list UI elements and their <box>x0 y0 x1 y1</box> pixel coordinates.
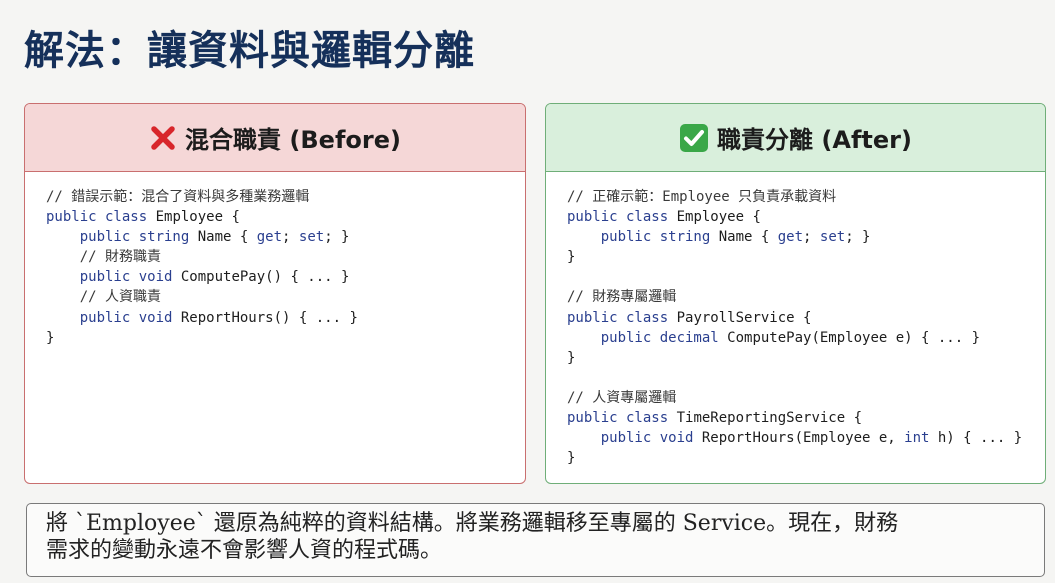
code-comment: // 財務專屬邏輯 <box>567 289 677 306</box>
code-line: public class TimeReportingService { <box>567 408 1045 428</box>
code-text: h) { ... } <box>929 430 1023 447</box>
code-text: Employee { <box>147 209 240 226</box>
after-panel-title: 職責分離 (After) <box>717 126 912 154</box>
before-panel-title: 混合職責 (Before) <box>185 126 401 154</box>
code-text: Employee { <box>668 209 761 226</box>
code-text: ReportHours(Employee e, <box>693 430 905 447</box>
code-text: ComputePay() { ... } <box>172 269 350 286</box>
code-text: PayrollService { <box>668 309 812 326</box>
code-keyword: int <box>904 430 930 447</box>
code-line: public string Name { get; set; } <box>567 227 1045 247</box>
code-comment: // 人資職責 <box>79 289 162 306</box>
code-text: } <box>567 249 576 266</box>
code-keyword: set <box>819 229 846 246</box>
code-line: public decimal ComputePay(Employee e) { … <box>567 328 1045 348</box>
after-panel: 職責分離 (After) // 正確示範：Employee 只負責承載資料 pub… <box>545 103 1046 484</box>
code-line <box>567 368 1045 388</box>
code-line: } <box>567 348 1045 368</box>
code-text: ; <box>282 229 299 246</box>
code-keyword: get <box>777 229 804 246</box>
before-code-block: // 錯誤示範：混合了資料與多種業務邏輯 public class Employe… <box>25 172 525 348</box>
code-keyword: public string <box>79 229 190 246</box>
code-line: // 人資專屬邏輯 <box>567 388 1045 408</box>
code-comment: // 錯誤示範：混合了資料與多種業務邏輯 <box>46 189 310 205</box>
code-text: TimeReportingService { <box>668 410 863 427</box>
cross-icon <box>149 124 177 152</box>
code-line: public string Name { get; set; } <box>46 227 525 247</box>
code-line: public void ComputePay() { ... } <box>46 267 525 287</box>
code-text: Name { <box>189 229 257 246</box>
check-icon <box>679 123 709 153</box>
code-text: } <box>567 450 576 467</box>
code-text: ; } <box>324 229 350 246</box>
code-text: ; } <box>845 229 871 246</box>
code-line: // 財務職責 <box>46 247 525 267</box>
code-text: } <box>567 349 576 366</box>
before-panel: 混合職責 (Before) // 錯誤示範：混合了資料與多種業務邏輯 public… <box>24 103 526 484</box>
code-line: } <box>567 448 1045 468</box>
code-keyword: public class <box>46 209 148 226</box>
code-line: } <box>46 328 525 348</box>
code-text: } <box>46 329 55 346</box>
code-keyword: public class <box>567 209 669 226</box>
code-keyword: public string <box>600 229 711 246</box>
code-text: ; <box>803 229 820 246</box>
code-comment: // 正確示範：Employee 只負責承載資料 <box>567 189 837 205</box>
after-code-block: // 正確示範：Employee 只負責承載資料 public class Emp… <box>546 172 1045 468</box>
code-line: public class Employee { <box>46 207 525 227</box>
summary-note-line-2: 需求的變動永遠不會影響人資的程式碼。 <box>46 538 443 563</box>
page-title: 解法：讓資料與邏輯分離 <box>24 28 475 74</box>
code-line: public void ReportHours(Employee e, int … <box>567 428 1045 448</box>
code-keyword: public void <box>79 269 173 286</box>
summary-note-line-1: 將 `Employee` 還原為純粹的資料結構。將業務邏輯移至專屬的 Servi… <box>46 511 899 536</box>
before-panel-header: 混合職責 (Before) <box>25 104 525 172</box>
summary-note: 將 `Employee` 還原為純粹的資料結構。將業務邏輯移至專屬的 Servi… <box>26 503 1045 577</box>
code-line: public class Employee { <box>567 207 1045 227</box>
code-line: // 財務專屬邏輯 <box>567 287 1045 307</box>
code-text: Name { <box>710 229 778 246</box>
code-keyword: public decimal <box>600 329 719 346</box>
code-comment: // 財務職責 <box>79 249 162 266</box>
code-keyword: set <box>298 229 325 246</box>
code-line: // 錯誤示範：混合了資料與多種業務邏輯 <box>46 187 525 207</box>
code-text: ComputePay(Employee e) { ... } <box>718 329 981 346</box>
code-keyword: get <box>256 229 283 246</box>
code-keyword: public class <box>567 410 669 427</box>
code-line: public void ReportHours() { ... } <box>46 308 525 328</box>
code-line: } <box>567 247 1045 267</box>
code-line: // 正確示範：Employee 只負責承載資料 <box>567 187 1045 207</box>
after-panel-header: 職責分離 (After) <box>546 104 1045 172</box>
code-line <box>567 267 1045 287</box>
code-keyword: public void <box>79 309 173 326</box>
code-text: ReportHours() { ... } <box>172 309 358 326</box>
code-line: // 人資職責 <box>46 287 525 307</box>
code-keyword: public void <box>600 430 694 447</box>
code-comment: // 人資專屬邏輯 <box>567 389 677 406</box>
code-line: public class PayrollService { <box>567 308 1045 328</box>
code-keyword: public class <box>567 309 669 326</box>
